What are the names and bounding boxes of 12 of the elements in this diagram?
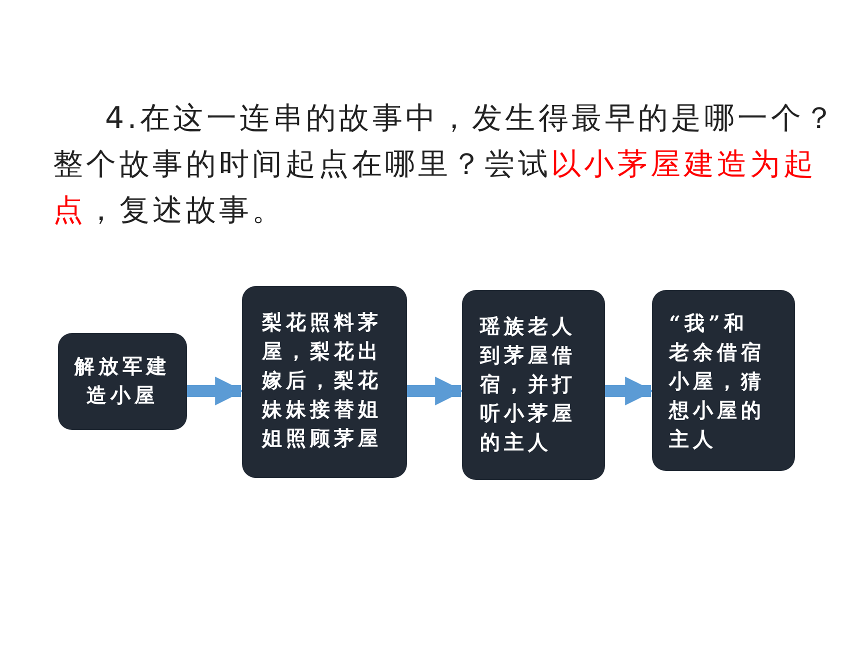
block-arrow — [605, 376, 654, 406]
question-text: 4.在这一连串的故事中，发生得最早的是哪一个？整个故事的时间起点在哪里？尝试以小茅屋建造为起点，复述故事。 — [53, 100, 838, 230]
step-text: “我”和老余借宿小屋，猜想小屋的主人 — [669, 310, 766, 453]
block-arrow — [407, 376, 464, 406]
block-arrow — [187, 376, 244, 406]
story-step-box — [462, 290, 605, 480]
step-text: 瑶族老人到茅屋借宿，并打听小茅屋的主人 — [480, 313, 577, 456]
step-text: 解放军建造小屋 — [73, 353, 172, 409]
story-step-box — [58, 333, 187, 430]
story-step-box — [242, 286, 407, 478]
step-text: 梨花照料茅屋，梨花出嫁后，梨花妹妹接替姐姐照顾茅屋 — [262, 309, 383, 452]
story-step-box — [652, 290, 795, 471]
